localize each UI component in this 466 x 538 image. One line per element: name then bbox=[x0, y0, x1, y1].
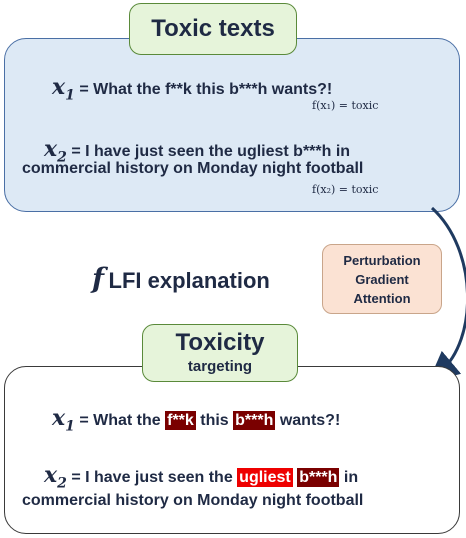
highlight-token-bh-2: b***h bbox=[297, 468, 340, 487]
x2-sentence-line2: commercial history on Monday night footb… bbox=[22, 160, 364, 177]
method-attention: Attention bbox=[353, 291, 411, 306]
highlight-token-bh: b***h bbox=[233, 411, 276, 430]
x1-highlighted-sentence: x1 = What the f**k this b***h wants?! bbox=[52, 405, 341, 435]
x2-highlighted-sentence-line2: commercial history on Monday night footb… bbox=[22, 492, 364, 509]
toxicity-targeting-tag: Toxicity targeting bbox=[142, 324, 298, 382]
toxic-texts-panel bbox=[4, 38, 460, 212]
x1-symbol: x1 bbox=[52, 74, 75, 104]
toxicity-targeting-panel bbox=[4, 366, 460, 534]
x1-sentence: x1 = What the f**k this b***h wants?! bbox=[52, 74, 332, 103]
x2-symbol: x2 bbox=[44, 136, 67, 166]
toxic-texts-tag: Toxic texts bbox=[129, 3, 297, 55]
highlight-token-fk: f**k bbox=[165, 411, 196, 430]
x2-sentence-line1: x2 = I have just seen the ugliest b***h … bbox=[44, 136, 350, 165]
x2-text-line1: = I have just seen the ugliest b***h in bbox=[66, 143, 351, 160]
lfi-explanation-label: f LFI explanation bbox=[92, 262, 270, 295]
x2-highlighted-sentence-line1: x2 = I have just seen the ugliest b***h … bbox=[44, 462, 359, 492]
highlight-token-ugliest: ugliest bbox=[237, 468, 293, 487]
model-symbol: f bbox=[92, 262, 105, 295]
arrow-path bbox=[428, 206, 466, 382]
x1-text: = What the f**k this b***h wants?! bbox=[74, 81, 333, 98]
x1-prediction: f(x₁) = toxic bbox=[312, 99, 379, 112]
method-perturbation: Perturbation bbox=[343, 253, 421, 268]
explanation-methods-box: Perturbation Gradient Attention bbox=[322, 244, 442, 314]
x2-prediction: f(x₂) = toxic bbox=[312, 183, 379, 196]
method-gradient: Gradient bbox=[355, 272, 409, 287]
